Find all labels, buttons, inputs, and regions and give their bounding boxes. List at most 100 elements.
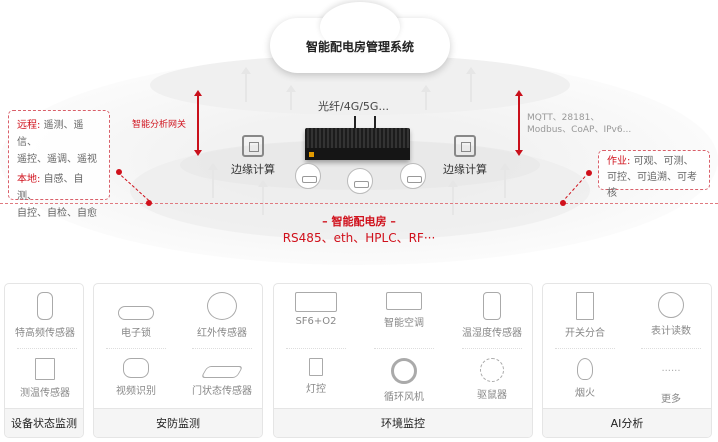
thermometer-box-icon [35, 358, 55, 380]
gauge-icon [658, 292, 684, 318]
chip-icon [454, 135, 476, 157]
remote-text: 遥测、遥信、 [17, 120, 84, 148]
air-conditioner-icon [386, 292, 422, 310]
antenna [354, 116, 356, 128]
edge-label: 边缘计算 [443, 163, 487, 176]
item-label: 驱鼠器 [477, 390, 507, 401]
router-icon [400, 163, 426, 189]
thermo-hygrometer-icon [483, 292, 501, 320]
panel-device-monitoring: 特高频传感器 测温传感器 设备状态监测 [4, 283, 84, 438]
item-label: 烟火 [575, 388, 595, 399]
item-ac[interactable]: 智能空调 [362, 292, 446, 329]
divider [286, 348, 346, 349]
work-label: 作业: [607, 156, 631, 167]
uplink-label: 光纤/4G/5G... [318, 100, 389, 113]
remote-label: 远程: [17, 120, 41, 131]
item-fan[interactable]: 循环风机 [362, 358, 446, 403]
item-label: 电子锁 [121, 328, 151, 339]
protocol-link-arrow [515, 90, 523, 156]
item-rodent-repeller[interactable]: 驱鼠器 [450, 358, 532, 401]
gateway-device [305, 128, 410, 160]
lamp-icon [309, 358, 323, 376]
right-capability-box: 作业: 可观、可测、 可控、可追溯、可考核 [598, 150, 710, 199]
panel-title: 环境监控 [274, 408, 532, 437]
divider [641, 348, 701, 349]
item-label: 更多 [661, 394, 681, 405]
item-label: 循环风机 [384, 392, 424, 403]
gas-detector-icon [295, 292, 337, 312]
divider [374, 348, 434, 349]
work-text: 可观、可测、 [633, 156, 694, 167]
item-label: 红外传感器 [197, 328, 247, 339]
panel-environment: SF6+O2 智能空调 温湿度传感器 灯控 循环风机 驱鼠器 环境监控 [273, 283, 533, 438]
item-humidity[interactable]: 温湿度传感器 [450, 292, 532, 339]
device-logo-icon [309, 152, 314, 157]
item-label: 门状态传感器 [192, 386, 252, 397]
arrow-up-icon [448, 180, 458, 215]
item-label: 灯控 [306, 384, 326, 395]
item-label: 温湿度传感器 [462, 328, 522, 339]
item-sf6[interactable]: SF6+O2 [274, 292, 358, 327]
divider [106, 348, 166, 349]
item-label: SF6+O2 [295, 316, 337, 327]
left-capability-box: 远程: 遥测、遥信、 遥控、遥调、遥视 本地: 自感、自测、 自控、自检、自愈 [8, 110, 110, 219]
item-uhf-sensor[interactable]: 特高频传感器 [5, 292, 83, 339]
item-light[interactable]: 灯控 [274, 358, 358, 395]
local-text: 自控、自检、自愈 [17, 208, 97, 219]
connector-dot [146, 200, 152, 206]
switch-cabinet-icon [576, 292, 594, 320]
room-boundary-line [0, 203, 718, 204]
arrow-up-icon [241, 67, 251, 102]
item-door-sensor[interactable]: 门状态传感器 [180, 358, 262, 397]
local-text: 自感、自测、 [17, 174, 84, 202]
divider [555, 348, 615, 349]
panel-title: 设备状态监测 [5, 408, 83, 437]
cloud-title: 智能配电房管理系统 [305, 40, 414, 54]
item-temp-sensor[interactable]: 测温传感器 [5, 358, 83, 399]
local-label: 本地: [17, 174, 41, 185]
item-infrared[interactable]: 红外传感器 [180, 292, 262, 339]
item-switch-state[interactable]: 开关分合 [543, 292, 627, 339]
item-label: 视频识别 [116, 386, 156, 397]
arrow-up-icon [208, 163, 218, 198]
room-title: – 智能配电房 – [322, 215, 396, 228]
lock-icon [118, 306, 154, 320]
item-more[interactable]: ...... 更多 [629, 358, 711, 405]
divider [192, 348, 252, 349]
item-smoke-fire[interactable]: 烟火 [543, 358, 627, 399]
arrow-up-icon [258, 180, 268, 215]
arrow-up-icon [421, 85, 431, 110]
item-label: 开关分合 [565, 328, 605, 339]
antenna [374, 116, 376, 128]
door-sensor-icon [200, 366, 244, 378]
item-label: 测温传感器 [20, 388, 70, 399]
remote-text: 遥控、遥调、遥视 [17, 154, 97, 165]
arrow-up-icon [286, 85, 296, 110]
connector-dot [116, 169, 122, 175]
sensor-icon [37, 292, 53, 320]
arrow-up-icon [466, 67, 476, 102]
connector-dot [586, 170, 592, 176]
ultrasonic-icon [480, 358, 504, 382]
item-meter-reading[interactable]: 表计读数 [629, 292, 711, 337]
edge-label: 边缘计算 [231, 163, 275, 176]
divider [462, 348, 522, 349]
fire-icon [577, 358, 593, 380]
item-label: 特高频传感器 [15, 328, 75, 339]
work-text: 可控、可追溯、可考核 [607, 172, 697, 199]
panel-security: 电子锁 红外传感器 视频识别 门状态传感器 安防监测 [93, 283, 263, 438]
arrow-up-icon [500, 163, 510, 198]
gateway-label: 智能分析网关 [132, 120, 187, 130]
router-icon [295, 163, 321, 189]
router-icon [347, 168, 373, 194]
item-video[interactable]: 视频识别 [94, 358, 178, 397]
item-e-lock[interactable]: 电子锁 [94, 292, 178, 339]
room-protocols: RS485、eth、HPLC、RF··· [282, 231, 436, 245]
panel-ai: 开关分合 表计读数 烟火 ......更多 AI分析 [542, 283, 712, 438]
edge-compute-right: 边缘计算 [437, 135, 493, 177]
more-icon: ...... [661, 363, 681, 374]
device-front-panel [305, 148, 410, 160]
gateway-link-arrow [194, 90, 202, 156]
divider [17, 348, 77, 349]
item-label: 智能空调 [384, 318, 424, 329]
